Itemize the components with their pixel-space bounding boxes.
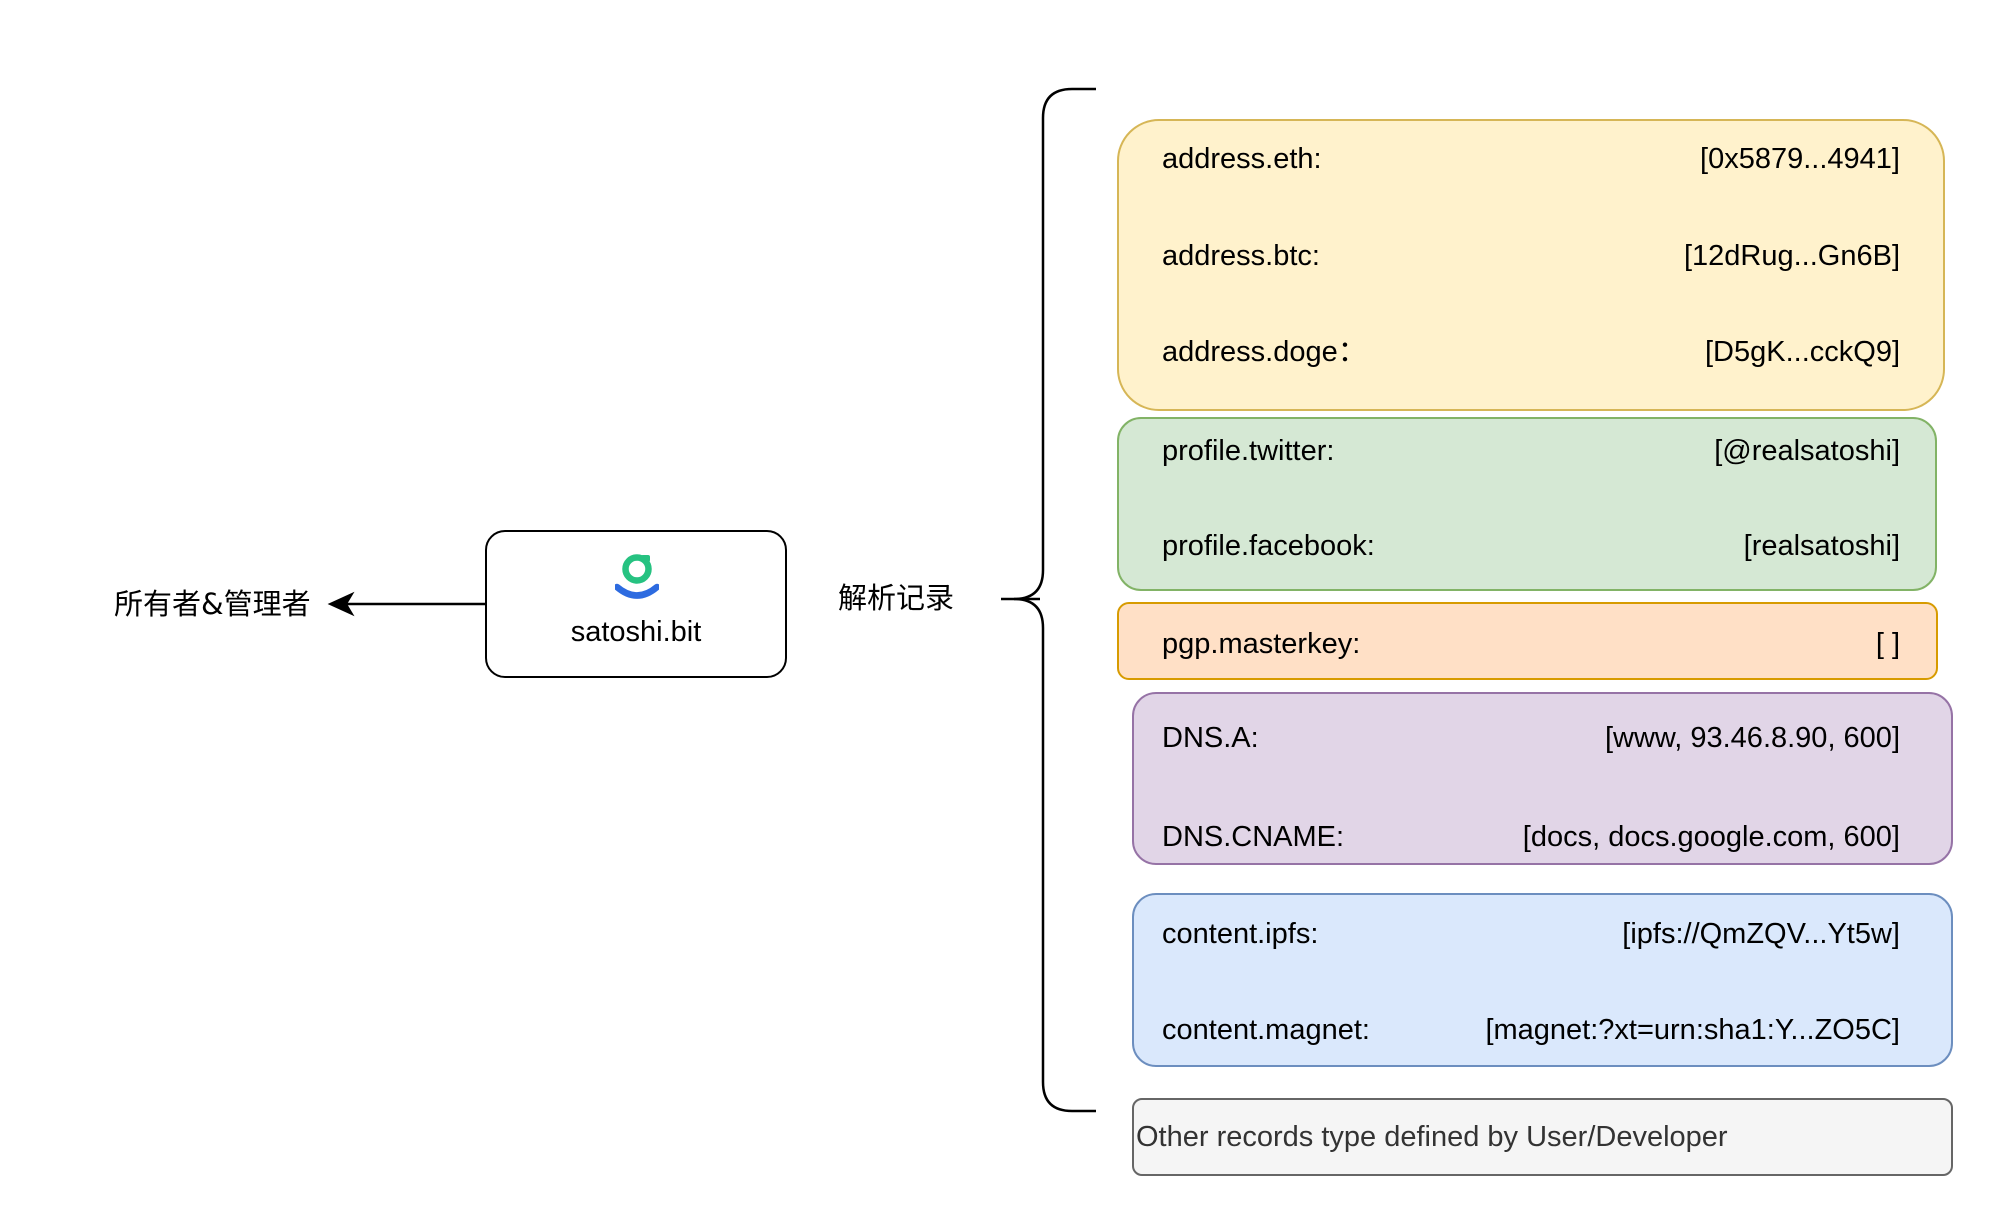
owner-manager-label: 所有者&管理者	[114, 587, 311, 621]
record-key-pgp-masterkey: pgp.masterkey:	[1162, 628, 1361, 660]
other-records-group	[1132, 1098, 1953, 1176]
record-key-profile-facebook: profile.facebook:	[1162, 530, 1375, 562]
record-key-content-magnet: content.magnet:	[1162, 1014, 1370, 1046]
record-value-address-btc: [12dRug...Gn6B]	[1683, 240, 1900, 272]
resolution-records-label: 解析记录	[838, 581, 955, 615]
address-records-group	[1117, 119, 1945, 411]
curly-brace	[1013, 87, 1096, 1113]
record-value-content-magnet: [magnet:?xt=urn:sha1:Y...ZO5C]	[1485, 1014, 1900, 1046]
record-key-dns-a: DNS.A:	[1162, 722, 1259, 754]
record-value-address-eth: [0x5879...4941]	[1700, 143, 1900, 175]
record-key-profile-twitter: profile.twitter:	[1162, 435, 1335, 467]
record-value-profile-facebook: [realsatoshi]	[1743, 530, 1900, 562]
pgp-records-group	[1117, 602, 1938, 680]
record-key-address-btc: address.btc:	[1162, 240, 1320, 272]
record-value-profile-twitter: [@realsatoshi]	[1714, 435, 1900, 467]
record-key-address-eth: address.eth:	[1162, 143, 1322, 175]
record-value-dns-cname: [docs, docs.google.com, 600]	[1522, 821, 1900, 853]
other-records-text: Other records type defined by User/Devel…	[1136, 1121, 1728, 1153]
owner-arrow	[327, 591, 485, 617]
record-key-address-doge: address.doge：	[1162, 336, 1367, 368]
record-key-dns-cname: DNS.CNAME:	[1162, 821, 1345, 853]
record-value-address-doge: [D5gK...cckQ9]	[1704, 336, 1900, 368]
record-value-content-ipfs: [ipfs://QmZQV...Yt5w]	[1622, 918, 1900, 950]
profile-records-group	[1117, 417, 1937, 591]
record-key-content-ipfs: content.ipfs:	[1162, 918, 1319, 950]
domain-name: satoshi.bit	[570, 616, 702, 648]
domain-node[interactable]: satoshi.bit	[485, 530, 787, 678]
dns-records-group	[1132, 692, 1953, 865]
record-value-pgp-masterkey: [ ]	[1875, 628, 1900, 660]
record-value-dns-a: [www, 93.46.8.90, 600]	[1604, 722, 1900, 754]
dotbit-logo-icon	[615, 554, 659, 599]
content-records-group	[1132, 893, 1953, 1067]
